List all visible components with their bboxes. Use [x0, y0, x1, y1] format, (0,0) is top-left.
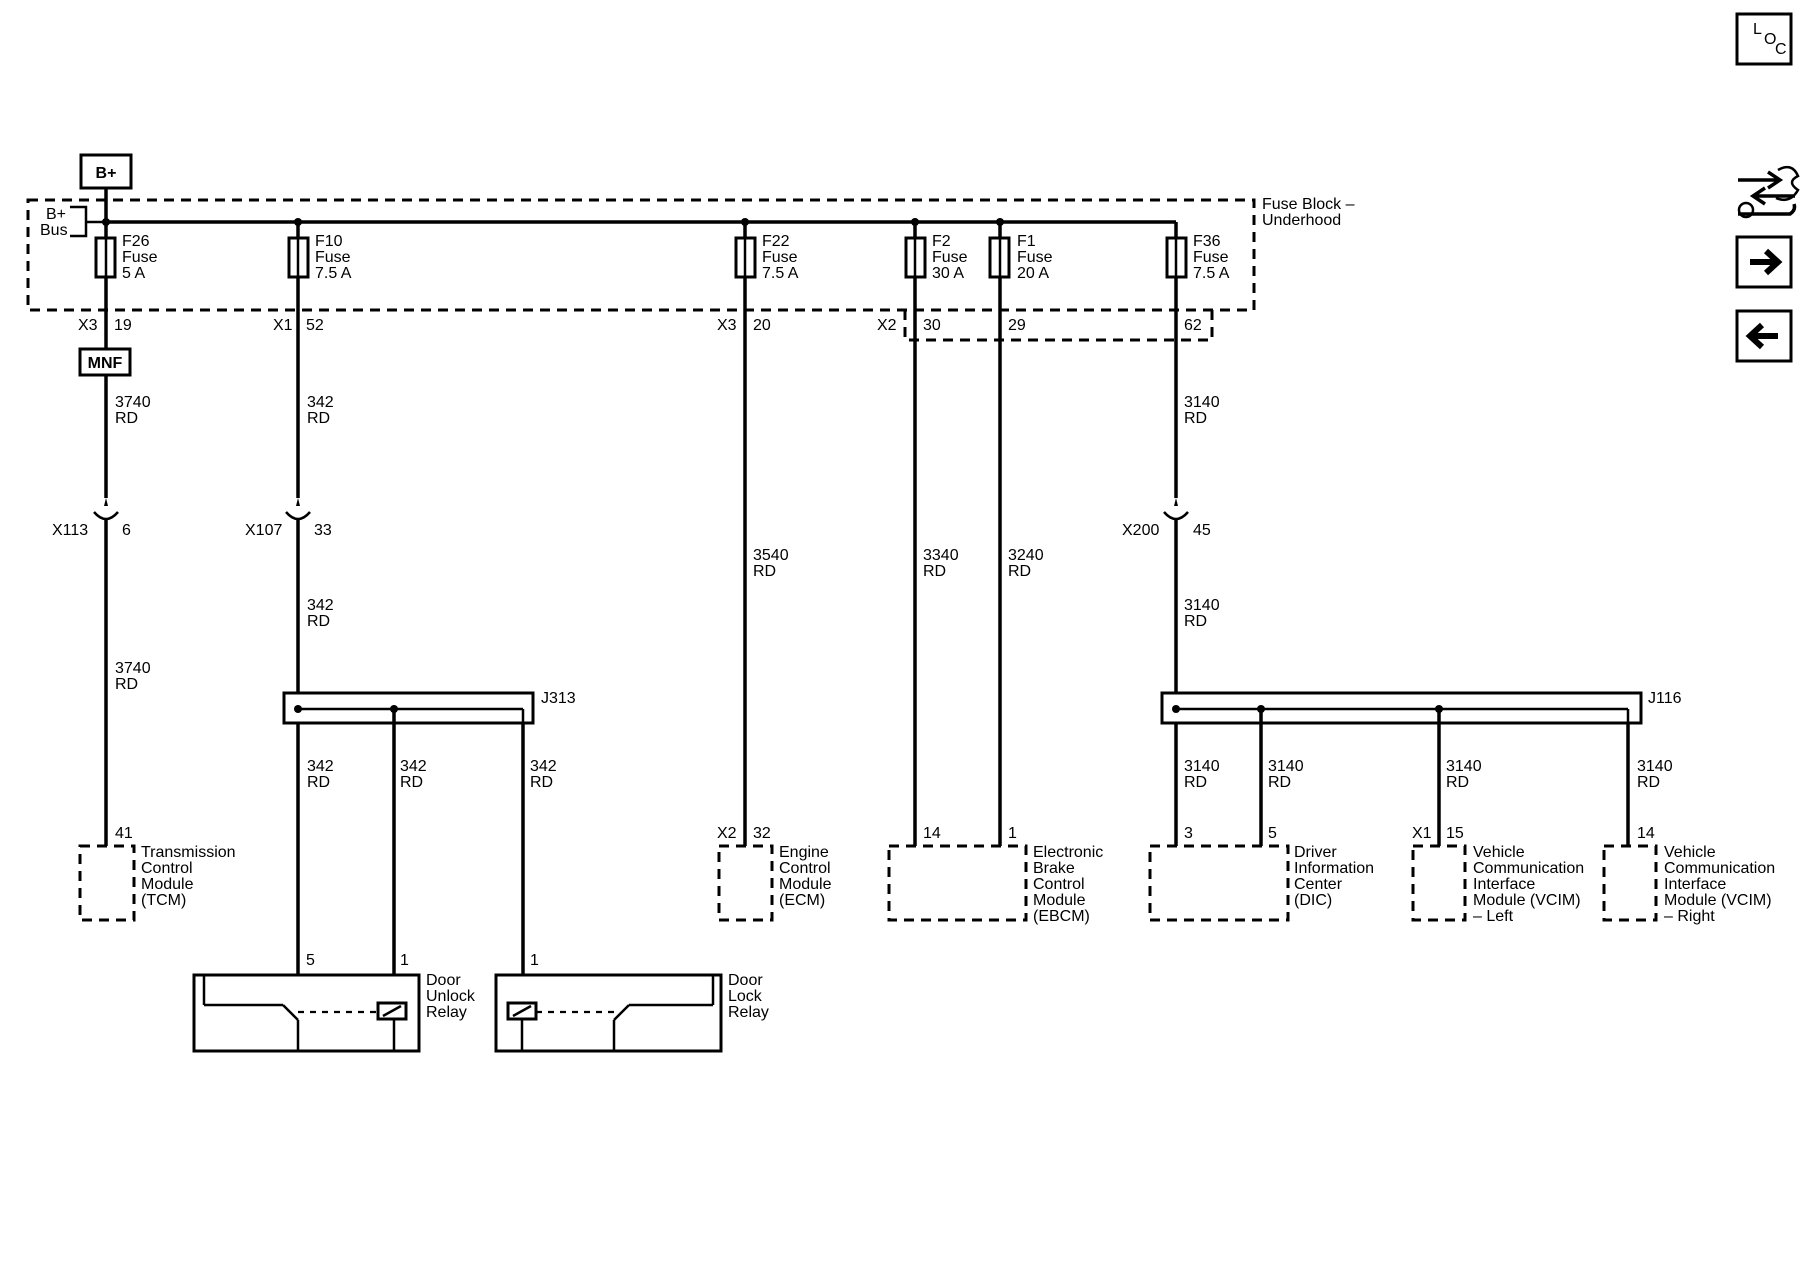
inline-connector-x113: [93, 511, 119, 521]
unlock-relay-pin-5: 5: [306, 952, 315, 969]
pin-20: 20: [753, 317, 771, 334]
tcm-pin: 41: [115, 825, 133, 842]
arrow-left-icon: [1745, 322, 1778, 350]
bus-bracket: [70, 205, 88, 238]
arrow-right-icon: [1750, 248, 1783, 276]
ecm-connector: X2: [717, 825, 737, 842]
loc-letter-l: L: [1753, 21, 1762, 38]
loc-letter-o: O: [1764, 31, 1776, 48]
ecm-module-box: [717, 844, 774, 922]
x113-label: X113: [52, 522, 88, 539]
ebcm-module-box: [887, 844, 1028, 922]
component-locator-button[interactable]: L O C: [1735, 12, 1793, 66]
vcim-left-connector: X1: [1412, 825, 1432, 842]
inline-connector-x107: [285, 511, 311, 521]
conn-x1: X1: [273, 317, 293, 334]
vcim-right-pin: 14: [1637, 825, 1655, 842]
vcim-left-module-box: [1411, 844, 1467, 922]
bus-label: B+ Bus: [40, 206, 70, 239]
conn-x2: X2: [877, 317, 897, 334]
ebcm-pin-1: 1: [1008, 825, 1017, 842]
vcim-right-module-box: [1602, 844, 1658, 922]
inline-connector-x200: [1163, 511, 1189, 521]
unlock-relay-pin-1: 1: [400, 952, 409, 969]
x107-label: X107: [245, 522, 282, 539]
mnf-box: [78, 347, 132, 377]
x107-pin: 33: [314, 522, 332, 539]
fuse-block-outline: [26, 198, 1256, 312]
pin-29: 29: [1008, 317, 1026, 334]
dic-module-box: [1148, 844, 1290, 922]
lock-relay-pin-1: 1: [530, 952, 539, 969]
fuse-drops: [102, 218, 1004, 238]
j116-label: J116: [1648, 690, 1682, 707]
connector-wrench-icon[interactable]: [1737, 165, 1800, 219]
next-page-button[interactable]: [1735, 235, 1793, 289]
dic-pin-3: 3: [1184, 825, 1193, 842]
ecm-pin: 32: [753, 825, 771, 842]
conn-x3-b: X3: [717, 317, 737, 334]
x200-label: X200: [1122, 522, 1159, 539]
x2-connector-outline: [903, 310, 1214, 342]
tcm-module-box: [78, 844, 136, 922]
pin-62: 62: [1184, 317, 1202, 334]
x113-pin: 6: [122, 522, 131, 539]
fuse-block-label: Fuse Block – Underhood: [1262, 196, 1359, 229]
pin-30: 30: [923, 317, 941, 334]
ebcm-pin-14: 14: [923, 825, 941, 842]
loc-letter-c: C: [1775, 41, 1787, 58]
pin-52: 52: [306, 317, 324, 334]
pin-19: 19: [114, 317, 132, 334]
mnf-label: MNF: [88, 355, 123, 372]
j313-label: J313: [541, 690, 576, 707]
dic-pin-5: 5: [1268, 825, 1277, 842]
battery-source-label: B+: [96, 165, 117, 182]
conn-x3-a: X3: [78, 317, 98, 334]
vcim-left-pin: 15: [1446, 825, 1464, 842]
x200-pin: 45: [1193, 522, 1211, 539]
previous-page-button[interactable]: [1735, 309, 1793, 363]
